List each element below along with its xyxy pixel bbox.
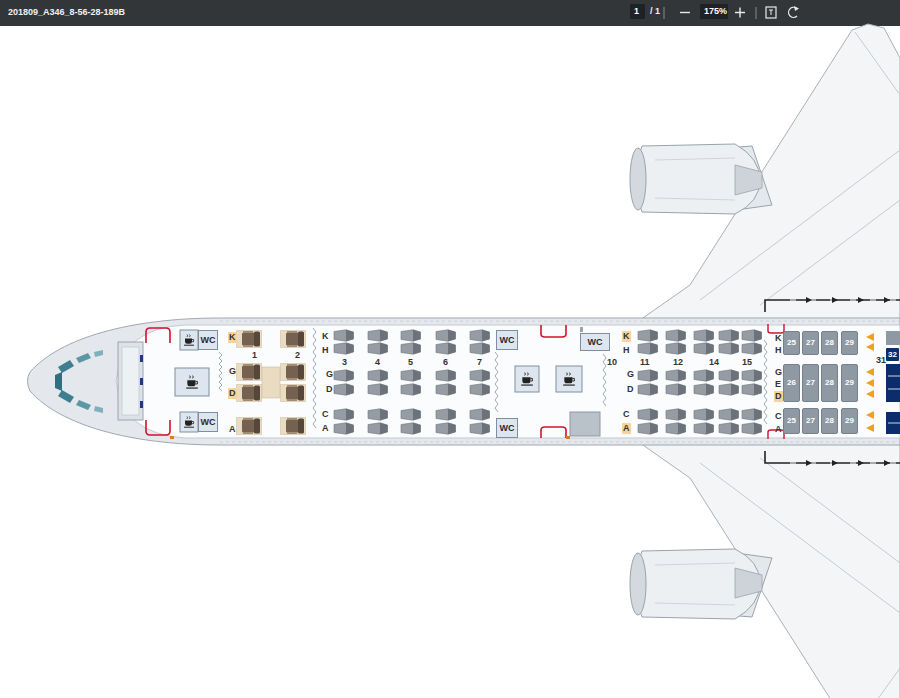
seat-letter: A [322,423,329,434]
row-number: 29 [845,378,854,388]
lavatory-box: WC [198,412,218,432]
seat-letter: E [775,379,781,390]
seat-letter: K [322,331,329,342]
seat-letter: H [623,345,630,356]
toolbar-text: / 1 [650,6,660,17]
row-number: 29 [845,416,854,426]
seat-block: 29 [841,331,858,355]
lavatory-box: WC [580,333,610,351]
seat-block: 28 [821,331,838,355]
row-number: 27 [806,338,815,348]
seat-block: 28 [821,364,838,402]
seat-letter: A [622,423,631,434]
lavatory-label: WC [588,337,603,347]
row-number: 11 [640,357,650,368]
row-number: 27 [806,416,815,426]
row-number: 2 [295,350,300,361]
seat-letter: H [775,345,782,356]
seat-block: 27 [802,331,819,355]
row-number: 31 [876,355,886,366]
lavatory-label: WC [201,417,216,427]
row-number: 15 [742,357,752,368]
row-number: 25 [787,338,796,348]
seat-letter: D [774,391,783,402]
row-number: 27 [806,378,815,388]
seat-letter: K [228,332,237,343]
lavatory-box: WC [496,330,518,350]
row-number: 4 [375,357,380,368]
row-number: 28 [825,338,834,348]
row-number: 10 [607,357,617,368]
row-number: 26 [787,378,796,388]
seat-letter: G [326,369,333,380]
seat-letter: D [326,384,333,395]
row-number: 28 [825,378,834,388]
row-number: 1 [252,350,257,361]
seat-letter: G [229,366,236,377]
lavatory-label: WC [201,335,216,345]
toolbar-text: 201809_A346_8-56-28-189B [8,7,125,18]
lavatory-label: WC [500,335,515,345]
row-number: 12 [673,357,683,368]
seat-letter: C [322,409,329,420]
lavatory-label: WC [500,423,515,433]
seat-block: 27 [802,364,819,402]
seat-letter: A [775,424,782,435]
seat-letter: K [622,331,631,342]
seat-letter: C [775,411,782,422]
seat-block: 28 [821,408,838,434]
seat-letter: H [322,345,329,356]
seat-letter: C [623,409,630,420]
seat-block: 29 [841,408,858,434]
row-number: 5 [408,357,413,368]
row-number: 14 [709,357,719,368]
row-number: 25 [787,416,796,426]
row-number: 32 [888,350,897,360]
seat-letter: D [228,388,237,399]
row-number: 29 [845,338,854,348]
seat-letter: K [775,333,782,344]
seat-block: 27 [802,408,819,434]
seat-block: 25 [783,408,800,434]
toolbar-text: 175% [704,6,727,17]
lavatory-box: WC [198,330,218,350]
seat-letter: G [775,367,782,378]
seat-letter: A [229,424,236,435]
row-number: 3 [342,357,347,368]
seat-block: 29 [841,364,858,402]
seat-letter: G [627,369,634,380]
row-number: 6 [443,357,448,368]
seat-letter: D [627,384,634,395]
toolbar-text: 1 [634,6,639,17]
row-number: 7 [477,357,482,368]
seat-block: 26 [783,364,800,402]
row-number: 28 [825,416,834,426]
exit-row-seat: 32 [886,348,899,361]
lavatory-box: WC [496,418,518,438]
seat-block: 25 [783,331,800,355]
